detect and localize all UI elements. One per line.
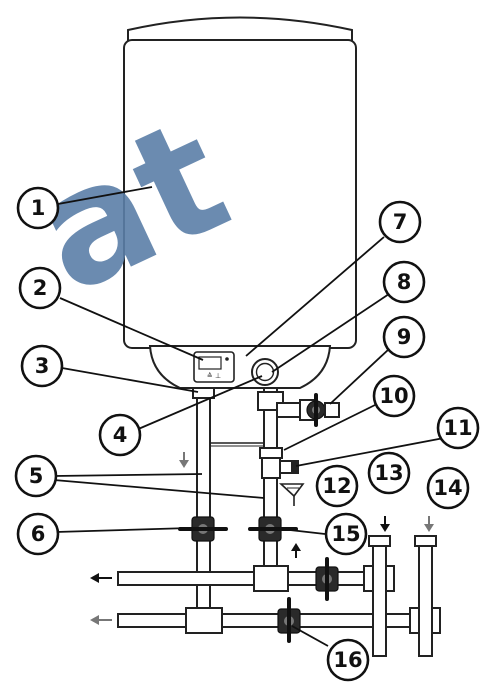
callout-15-label: 15: [331, 522, 360, 546]
tank-top-cap: [127, 16, 353, 43]
callout-12-label: 12: [322, 474, 351, 498]
svg-text:≙ ⊥: ≙ ⊥: [207, 372, 221, 380]
thermostat-knob: [251, 358, 279, 386]
hot-supply-valve: [315, 557, 339, 601]
callout-3: 3: [20, 344, 64, 388]
callout-14-label: 14: [433, 476, 462, 500]
flow-arrow-left-hot: [90, 573, 112, 583]
callout-6-label: 6: [31, 522, 46, 546]
callout-11: 11: [436, 406, 480, 450]
leader-lines: [53, 186, 445, 647]
callout-5: 5: [14, 454, 58, 498]
callout-12: 12: [315, 464, 359, 508]
callout-9-label: 9: [397, 325, 412, 349]
callout-8: 8: [382, 260, 426, 304]
shutoff-valve-cold: [178, 516, 228, 542]
callout-2: 2: [18, 266, 62, 310]
callout-4: 4: [98, 413, 142, 457]
callout-9: 9: [382, 315, 426, 359]
flow-arrow-up-outlet: [291, 543, 301, 558]
flow-arrow-down-hot-main: [380, 516, 390, 532]
callout-3-label: 3: [35, 354, 50, 378]
callout-10-label: 10: [379, 384, 408, 408]
safety-valve: [306, 393, 326, 427]
cold-water-supply-line: [117, 607, 441, 634]
callout-13-label: 13: [374, 461, 403, 485]
callout-11-label: 11: [443, 416, 472, 440]
flow-arrow-down-inlet: [179, 452, 189, 468]
shutoff-valve-hot: [248, 516, 298, 542]
callout-7-label: 7: [393, 210, 408, 234]
callout-6: 6: [16, 512, 60, 556]
callout-16: 16: [326, 638, 370, 682]
callout-4-label: 4: [113, 423, 128, 447]
hot-water-supply-line: [117, 565, 395, 592]
callout-16-label: 16: [333, 648, 362, 672]
hot-main-riser: [368, 535, 391, 657]
cold-main-riser: [414, 535, 437, 657]
callout-5-label: 5: [29, 464, 44, 488]
callout-14: 14: [426, 466, 470, 510]
callout-7: 7: [378, 200, 422, 244]
callout-1: 1: [16, 186, 60, 230]
callout-2-label: 2: [33, 276, 48, 300]
callout-15: 15: [324, 512, 368, 556]
control-display-panel: ≙ ⊥: [193, 351, 235, 383]
drain-funnel: [278, 483, 305, 506]
safety-valve-branch: [276, 393, 340, 427]
callout-13: 13: [367, 451, 411, 495]
flow-arrow-left-cold: [90, 615, 112, 625]
flow-arrow-down-cold-main: [424, 516, 434, 532]
cold-supply-valve: [277, 597, 301, 643]
check-valve-assembly: [259, 447, 299, 479]
cold-inlet-pipe: [192, 387, 215, 633]
callout-1-label: 1: [31, 196, 46, 220]
callout-10: 10: [372, 374, 416, 418]
callout-8-label: 8: [397, 270, 412, 294]
